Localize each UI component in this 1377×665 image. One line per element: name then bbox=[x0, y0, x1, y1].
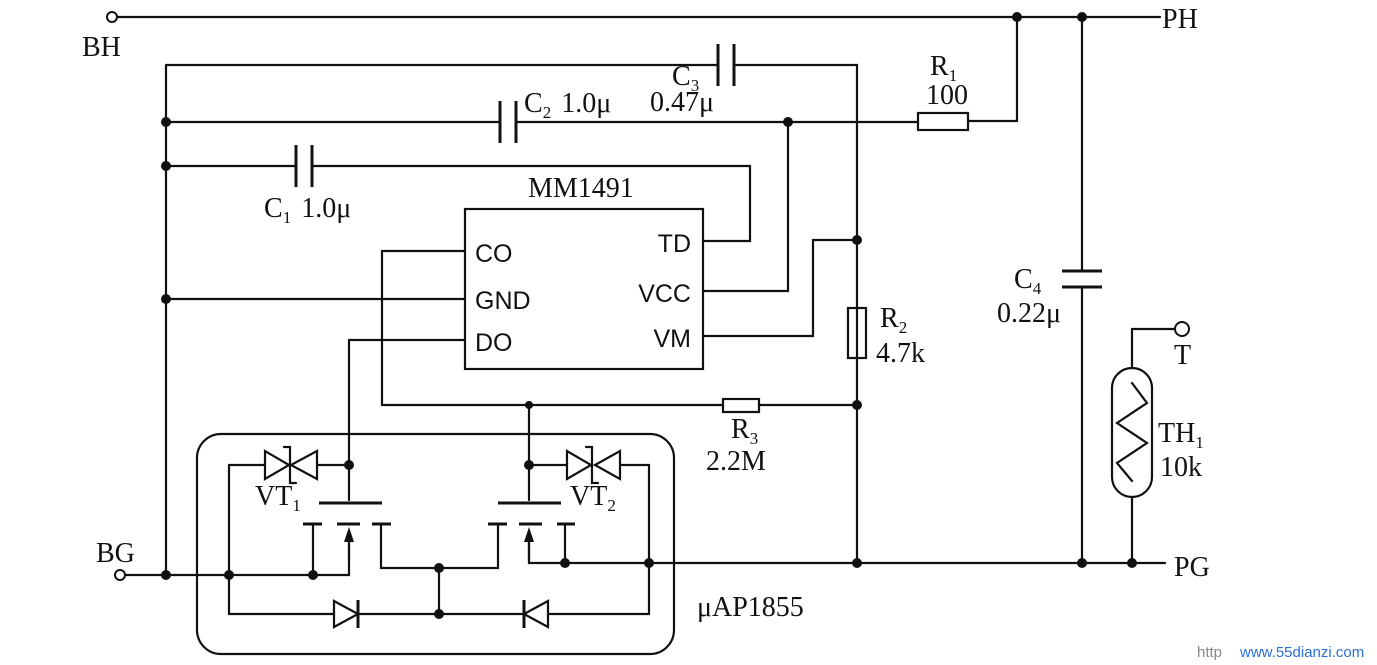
label-ph: PH bbox=[1162, 4, 1198, 35]
resistor-r2 bbox=[846, 306, 868, 360]
wire-vcc bbox=[701, 120, 790, 293]
r1-value: 100 bbox=[926, 80, 968, 111]
label-bg: BG bbox=[96, 538, 135, 569]
junction-dots bbox=[161, 12, 1137, 619]
wire-th-top bbox=[1130, 327, 1177, 370]
vt2-label: VT2 bbox=[570, 481, 616, 515]
wire-c3-right-r2-bus bbox=[732, 63, 859, 565]
zener-pair-1 bbox=[263, 445, 319, 485]
wire-module-left bbox=[227, 463, 336, 616]
module-outline bbox=[195, 432, 676, 656]
wire-vm bbox=[701, 238, 859, 338]
zener-pair-2 bbox=[565, 445, 622, 485]
r1-ref: R1 bbox=[930, 51, 957, 85]
module-name: μAP1855 bbox=[697, 592, 804, 623]
label-bh: BH bbox=[82, 32, 121, 63]
c3-ref: C3 bbox=[672, 61, 699, 95]
wire-source2 bbox=[527, 531, 651, 565]
capacitor-c4 bbox=[1062, 269, 1102, 289]
pin-td: TD bbox=[658, 230, 691, 258]
terminal-bg bbox=[114, 569, 126, 581]
module-uap1855 bbox=[195, 403, 676, 656]
ic-name: MM1491 bbox=[528, 173, 634, 204]
pin-gnd: GND bbox=[475, 287, 531, 315]
diode-right bbox=[521, 599, 550, 629]
capacitor-c1 bbox=[294, 145, 314, 187]
vt1-label: VT1 bbox=[255, 481, 301, 515]
terminal-t bbox=[1174, 321, 1190, 337]
thermistor-th1 bbox=[1110, 366, 1154, 499]
wire-c1-to-td bbox=[310, 164, 752, 243]
wire-drain-link bbox=[379, 522, 500, 570]
capacitor-c3 bbox=[716, 44, 736, 86]
ic-mm1491-body bbox=[463, 207, 705, 371]
watermark-prefix: http bbox=[1197, 644, 1222, 661]
label-t: T bbox=[1174, 340, 1191, 371]
resistor-r1 bbox=[916, 111, 970, 132]
wires bbox=[116, 15, 1177, 577]
wire-source1 bbox=[227, 531, 351, 577]
r3-ref: R3 bbox=[731, 414, 758, 448]
wire-do-gate1 bbox=[347, 338, 467, 502]
pin-vm: VM bbox=[654, 325, 692, 353]
wire-co-r3 bbox=[380, 249, 725, 407]
watermark-site: www.55dianzi.com bbox=[1239, 644, 1364, 661]
th1-ref: TH1 bbox=[1158, 418, 1204, 452]
r3-value: 2.2M bbox=[706, 446, 766, 477]
label-pg: PG bbox=[1174, 552, 1210, 583]
c3-value: 0.47μ bbox=[650, 87, 714, 118]
terminal-bh bbox=[106, 11, 118, 23]
pin-vcc: VCC bbox=[638, 280, 691, 308]
r2-ref: R2 bbox=[880, 303, 907, 337]
wire-r1-to-ph bbox=[966, 15, 1019, 123]
c4-ref: C4 bbox=[1014, 264, 1042, 298]
diode-left bbox=[332, 599, 361, 629]
capacitor-c2 bbox=[498, 101, 518, 143]
pin-do: DO bbox=[475, 329, 513, 357]
mosfet-vt2 bbox=[488, 501, 575, 562]
th1-value: 10k bbox=[1160, 452, 1202, 483]
r2-value: 4.7k bbox=[876, 338, 925, 369]
resistor-r3 bbox=[721, 397, 761, 414]
pin-co: CO bbox=[475, 240, 513, 268]
c4-value: 0.22μ bbox=[997, 298, 1061, 329]
mosfet-vt1 bbox=[303, 501, 391, 562]
wire-module-right bbox=[546, 463, 651, 616]
